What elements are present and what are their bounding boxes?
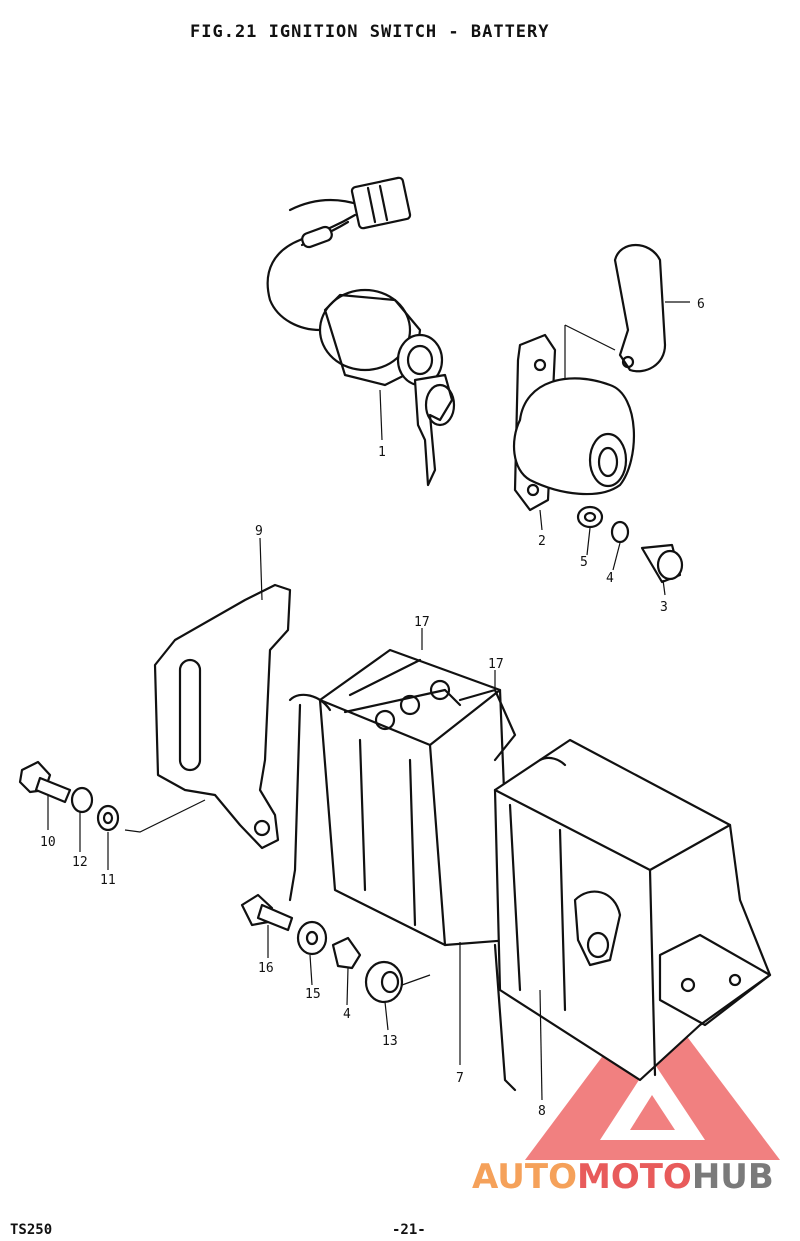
switch-cover bbox=[513, 324, 635, 531]
watermark-text: AUTOMOTOHUB bbox=[472, 1157, 774, 1197]
switch-hardware bbox=[576, 505, 684, 596]
ignition-switch bbox=[266, 176, 456, 487]
callout-17-left: 17 bbox=[414, 615, 430, 630]
callout-11: 11 bbox=[100, 873, 116, 888]
callout-2: 2 bbox=[538, 534, 546, 549]
callout-9: 9 bbox=[255, 524, 263, 539]
bracket-hardware bbox=[18, 760, 120, 870]
battery-bracket bbox=[124, 537, 292, 850]
callout-5: 5 bbox=[580, 555, 588, 570]
callout-10: 10 bbox=[40, 835, 56, 850]
callout-3: 3 bbox=[660, 600, 668, 615]
model-code: TS250 bbox=[10, 1222, 53, 1238]
page-title: FIG.21 IGNITION SWITCH - BATTERY bbox=[190, 22, 550, 42]
callout-16: 16 bbox=[258, 961, 274, 976]
battery-case bbox=[493, 738, 772, 1101]
callout-12: 12 bbox=[72, 855, 88, 870]
case-hardware bbox=[240, 893, 431, 1031]
callout-17-right: 17 bbox=[488, 657, 504, 672]
callout-1: 1 bbox=[378, 445, 386, 460]
battery bbox=[288, 628, 517, 1065]
callout-13: 13 bbox=[382, 1034, 398, 1049]
callout-4-lower: 4 bbox=[343, 1007, 351, 1022]
page-number: -21- bbox=[392, 1222, 426, 1238]
callout-7: 7 bbox=[456, 1071, 464, 1086]
callout-4-upper: 4 bbox=[606, 571, 614, 586]
clamp bbox=[613, 244, 690, 373]
callout-6: 6 bbox=[697, 297, 705, 312]
callout-8: 8 bbox=[538, 1104, 546, 1119]
callout-15: 15 bbox=[305, 987, 321, 1002]
watermark-logo bbox=[525, 990, 780, 1160]
